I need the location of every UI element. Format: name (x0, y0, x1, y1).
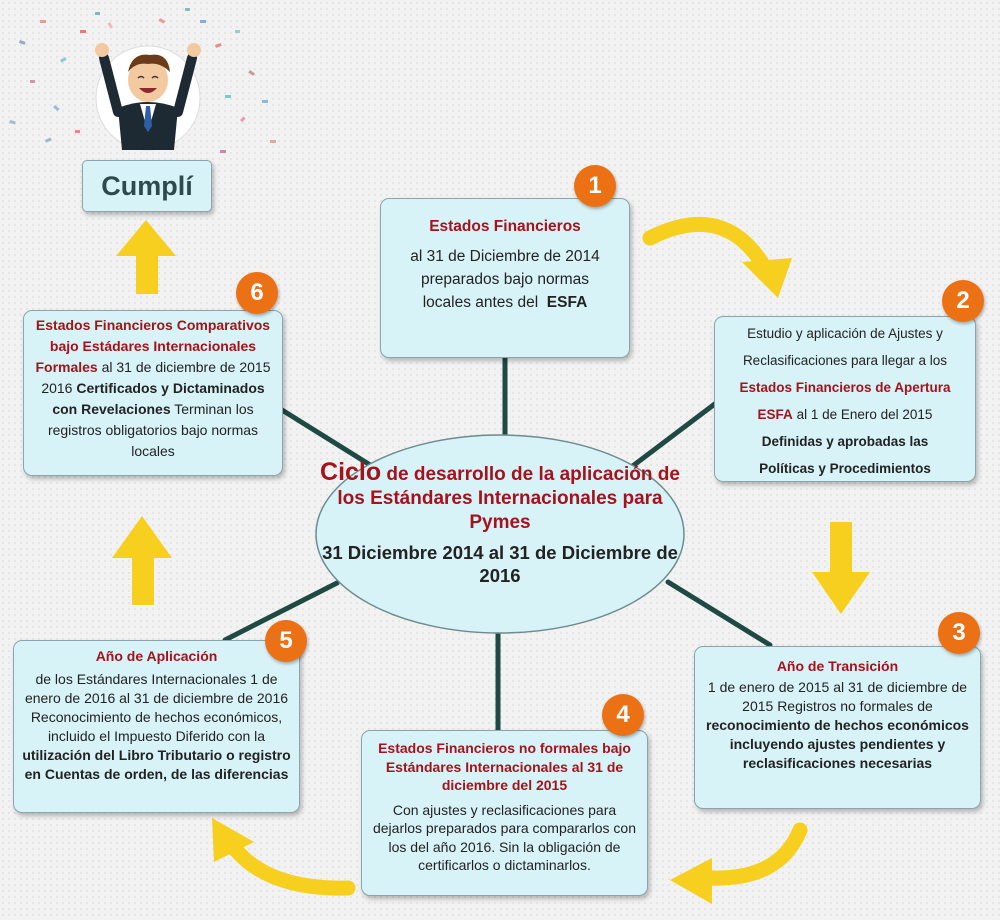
confetti (9, 8, 276, 153)
step-4-box: Estados Financieros no formales bajo Est… (361, 730, 648, 896)
arrow-2-to-3 (812, 522, 870, 614)
step-1-line-2: preparados bajo normas (420, 271, 590, 288)
step-4-title: Estados Financieros no formales bajo Est… (378, 740, 631, 793)
step-6-box: Estados Financieros Comparativos bajo Es… (23, 310, 283, 476)
step-2-box: Estudio y aplicación de Ajustes y Reclas… (714, 316, 976, 482)
center-dates: 31 Diciembre 2014 al 31 de Diciembre de … (322, 542, 678, 586)
step-1-line-1: al 31 de Diciembre de 2014 (410, 248, 600, 265)
left-hand (95, 43, 109, 57)
arrow-1-to-2 (642, 216, 792, 298)
step-6-title: Estados Financieros Comparativos bajo Es… (35, 317, 271, 375)
celebration-illustration (9, 8, 276, 153)
right-arm (173, 53, 197, 117)
step-2-title: Estados Financieros de Apertura (739, 380, 951, 395)
center-title: de desarrollo de la aplicación de los Es… (337, 464, 680, 533)
step-4-badge: 4 (602, 694, 644, 736)
arrow-6-to-cumpli (116, 220, 176, 294)
connector-3 (665, 579, 773, 648)
step-3-title: Año de Transición (776, 658, 899, 674)
face (128, 58, 168, 102)
center-text: Ciclo de desarrollo de la aplicación de … (316, 434, 684, 634)
left-arm (99, 53, 123, 117)
step-1-title: Estados Financieros (429, 218, 581, 235)
right-hand (187, 43, 201, 57)
arrow-3-to-4 (670, 822, 808, 904)
step-2-bold-1: Definidas y aprobadas las (761, 434, 929, 449)
step-1-badge: 1 (574, 165, 616, 207)
step-1-line-3: locales antes del (422, 294, 539, 311)
step-3-box: Año de Transición 1 de enero de 2015 al … (694, 646, 981, 809)
mouth (139, 88, 157, 93)
step-2-badge: 2 (942, 280, 984, 322)
step-6-bold: Certificados y Dictaminados con Revelaci… (52, 380, 265, 417)
connector-6 (279, 407, 378, 471)
flow-arrows (112, 216, 870, 904)
hair (128, 54, 170, 72)
center-title-word: Ciclo (320, 458, 382, 486)
step-5-badge: 5 (265, 620, 307, 662)
step-6-line-1: al 31 de diciembre de 2015 2016 (41, 359, 271, 396)
connector-5 (222, 580, 340, 643)
step-2-line-3: al 1 de Enero del 2015 (796, 407, 933, 422)
step-2-line-1: Estudio y aplicación de Ajustes y (747, 326, 943, 341)
arrow-4-to-5 (212, 818, 356, 896)
step-1-bold: ESFA (546, 294, 588, 311)
step-3-bold: reconocimiento de hechos económicos incl… (706, 717, 969, 771)
step-3-line-1: 1 de enero de 2015 al 31 de diciembre de (707, 679, 968, 695)
step-4-text: Con ajustes y reclasificaciones para dej… (372, 801, 637, 874)
step-3-badge: 3 (938, 612, 980, 654)
step-2-line-2: Reclasificaciones para llegar a los (742, 353, 948, 368)
step-5-box: Año de Aplicación de los Estándares Inte… (13, 640, 300, 813)
step-6-badge: 6 (236, 272, 278, 314)
cumpli-box: Cumplí (82, 160, 212, 212)
arrow-5-to-6 (112, 516, 172, 605)
step-5-title: Año de Aplicación (95, 648, 218, 664)
step-1-box: Estados Financieros al 31 de Diciembre d… (380, 198, 630, 358)
center-ellipse (315, 434, 685, 634)
connector-2 (627, 397, 723, 471)
step-5-text: de los Estándares Internacionales 1 de e… (24, 671, 289, 744)
step-3-line-2: 2015 Registros no formales de (742, 698, 933, 714)
step-2-bold-2: Políticas y Procedimientos (759, 461, 931, 476)
step-5-bold: utilización del Libro Tributario o regis… (22, 747, 291, 782)
tie (144, 106, 152, 132)
step-2-title-2: ESFA (757, 407, 793, 422)
step-6-line-2: Terminan los registros obligatorios bajo… (47, 401, 259, 459)
connectors (222, 337, 773, 748)
